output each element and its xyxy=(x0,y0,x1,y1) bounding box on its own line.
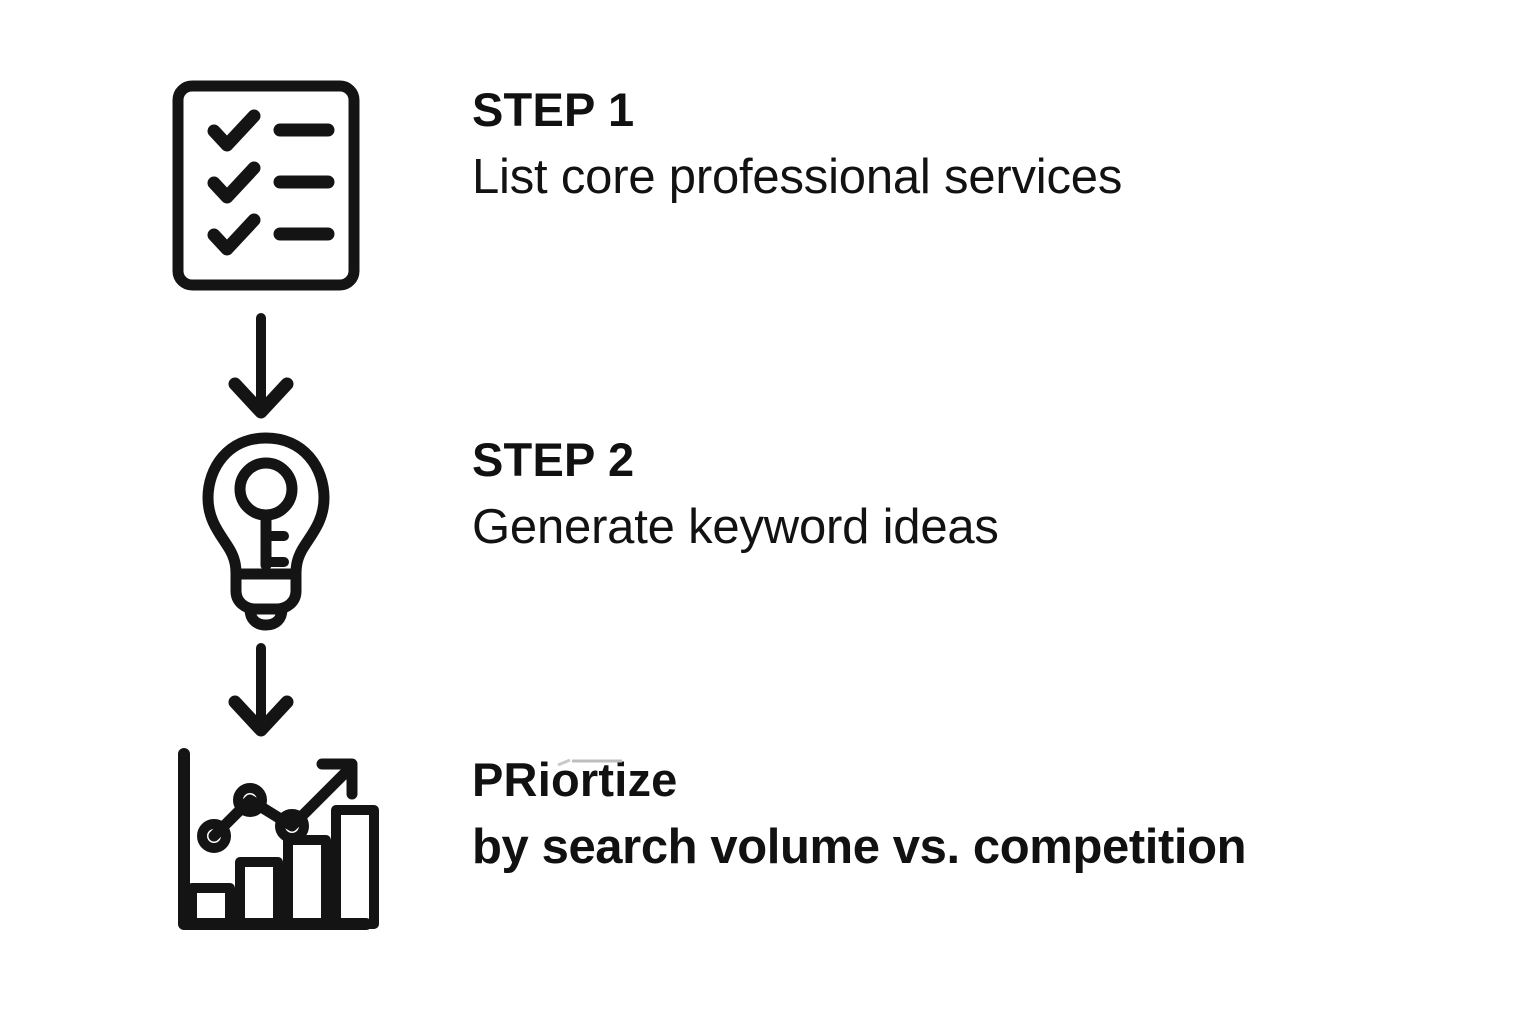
arrow-down-icon-1 xyxy=(221,312,301,432)
step-3-label: PRiortize xyxy=(472,753,678,806)
step-3-text: PRiortize by search volume vs. competiti… xyxy=(472,748,1247,874)
step-1-description: List core professional services xyxy=(472,149,1123,204)
step-row-1: STEP 1 List core professional services xyxy=(170,78,1122,293)
step-3-description: by search volume vs. competition xyxy=(472,819,1247,874)
step-1-text: STEP 1 List core professional services xyxy=(472,78,1122,204)
step-row-3: PRiortize by search volume vs. competiti… xyxy=(170,748,1247,938)
step-2-text: STEP 2 Generate keyword ideas xyxy=(472,428,999,554)
step-1-label: STEP 1 xyxy=(472,83,635,136)
arrow-down-icon-2 xyxy=(221,642,301,762)
bar-chart-growth-icon xyxy=(170,748,379,938)
checklist-icon xyxy=(170,78,370,293)
step-row-2: STEP 2 Generate keyword ideas xyxy=(170,428,999,631)
lightbulb-idea-icon xyxy=(170,428,370,631)
step-2-label: STEP 2 xyxy=(472,433,635,486)
step-2-description: Generate keyword ideas xyxy=(472,499,999,554)
